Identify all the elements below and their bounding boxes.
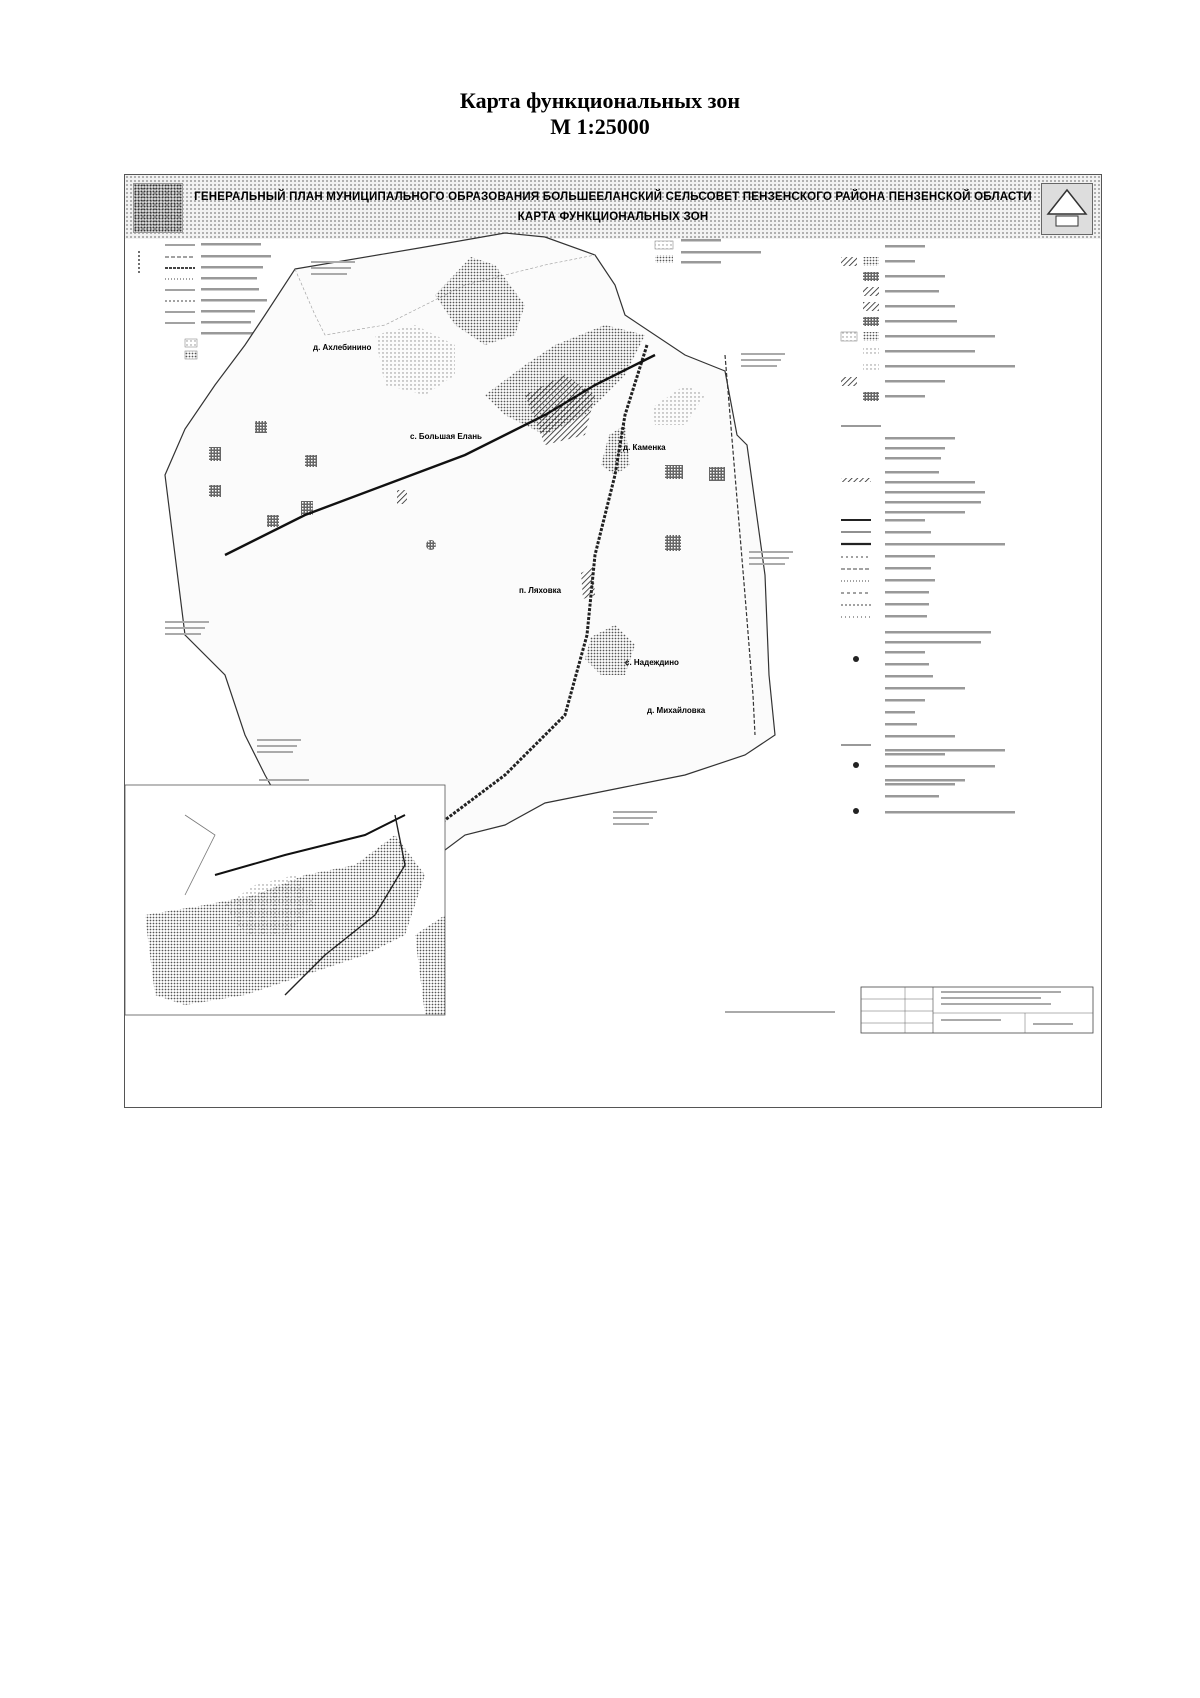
- railway-line: [424, 344, 649, 837]
- title-block: [725, 986, 1094, 1034]
- neighbour-notes: [165, 261, 793, 825]
- label-akhlebinino: д. Ахлебинино: [313, 343, 372, 352]
- label-lyakhovka: п. Ляховка: [519, 586, 562, 595]
- functional-zones: [209, 257, 725, 675]
- label-kamenka: д. Каменка: [623, 443, 666, 452]
- inset-map: [125, 784, 446, 1016]
- map-canvas: д. Ахлебинино с. Большая Елань д. Каменк…: [125, 232, 1094, 1034]
- regional-road: [724, 354, 756, 736]
- highway-line: [224, 353, 656, 557]
- label-nadezhdino: с. Надеждино: [625, 658, 679, 667]
- legend-left: [138, 243, 271, 360]
- logo-icon: [133, 183, 183, 233]
- label-mikhaylovka: д. Михайловка: [647, 706, 706, 715]
- label-bolshaya-elan: с. Большая Елань: [410, 432, 482, 441]
- legend-top-middle: [654, 239, 761, 264]
- page-scale: М 1:25000: [550, 114, 650, 139]
- settlement-labels: д. Ахлебинино с. Большая Елань д. Каменк…: [313, 343, 706, 715]
- map-subtitle: КАРТА ФУНКЦИОНАЛЬНЫХ ЗОН: [517, 211, 709, 223]
- municipal-boundary: [164, 232, 776, 866]
- map-sheet: ГЕНЕРАЛЬНЫЙ ПЛАН МУНИЦИПАЛЬНОГО ОБРАЗОВА…: [124, 174, 1102, 1108]
- page-title: Карта функциональных зон: [459, 88, 741, 113]
- map-main-title: ГЕНЕРАЛЬНЫЙ ПЛАН МУНИЦИПАЛЬНОГО ОБРАЗОВА…: [194, 191, 1032, 203]
- legend-right: [840, 245, 1015, 814]
- emblem-icon: [1041, 183, 1093, 235]
- map-banner: ГЕНЕРАЛЬНЫЙ ПЛАН МУНИЦИПАЛЬНОГО ОБРАЗОВА…: [125, 175, 1101, 239]
